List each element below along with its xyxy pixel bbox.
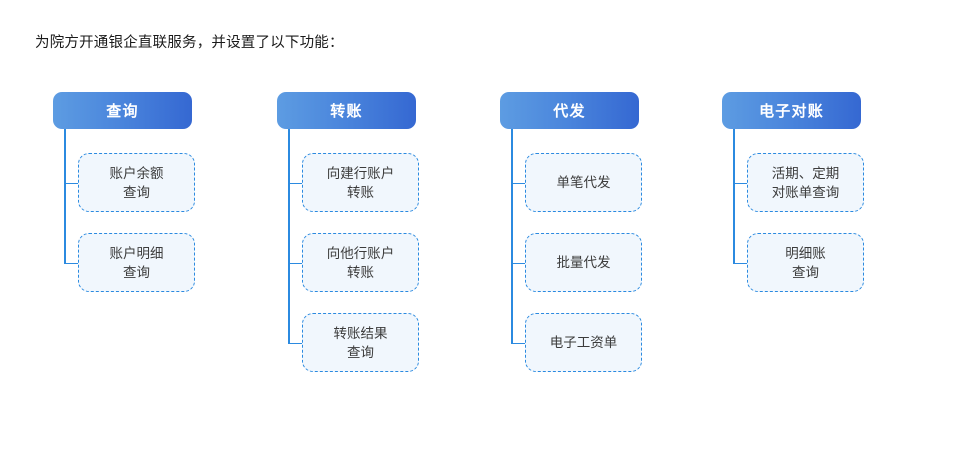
connector-branch	[64, 182, 79, 184]
connector-trunk	[733, 129, 735, 263]
connector-trunk	[64, 129, 66, 263]
tree-node-query-1[interactable]: 账户明细 查询	[78, 233, 195, 292]
tree-node-transfer-1[interactable]: 向他行账户 转账	[302, 233, 419, 292]
page-title: 为院方开通银企直联服务，并设置了以下功能：	[35, 35, 344, 51]
connector-trunk	[288, 129, 290, 343]
tree-node-query-0[interactable]: 账户余额 查询	[78, 153, 195, 212]
connector-branch	[288, 182, 303, 184]
connector-branch	[733, 262, 748, 264]
connector-branch	[64, 262, 79, 264]
tree-node-e-reconciliation-0[interactable]: 活期、定期 对账单查询	[747, 153, 864, 212]
tree-node-payroll-0[interactable]: 单笔代发	[525, 153, 642, 212]
tree-node-transfer-2[interactable]: 转账结果 查询	[302, 313, 419, 372]
tree-node-payroll-2[interactable]: 电子工资单	[525, 313, 642, 372]
connector-branch	[288, 262, 303, 264]
column-header-payroll[interactable]: 代发	[500, 92, 639, 129]
column-header-transfer[interactable]: 转账	[277, 92, 416, 129]
column-header-query[interactable]: 查询	[53, 92, 192, 129]
tree-node-payroll-1[interactable]: 批量代发	[525, 233, 642, 292]
tree-node-transfer-0[interactable]: 向建行账户 转账	[302, 153, 419, 212]
connector-branch	[511, 342, 526, 344]
connector-branch	[733, 182, 748, 184]
connector-trunk	[511, 129, 513, 343]
connector-branch	[288, 342, 303, 344]
connector-branch	[511, 262, 526, 264]
column-header-e-reconciliation[interactable]: 电子对账	[722, 92, 861, 129]
connector-branch	[511, 182, 526, 184]
tree-node-e-reconciliation-1[interactable]: 明细账 查询	[747, 233, 864, 292]
